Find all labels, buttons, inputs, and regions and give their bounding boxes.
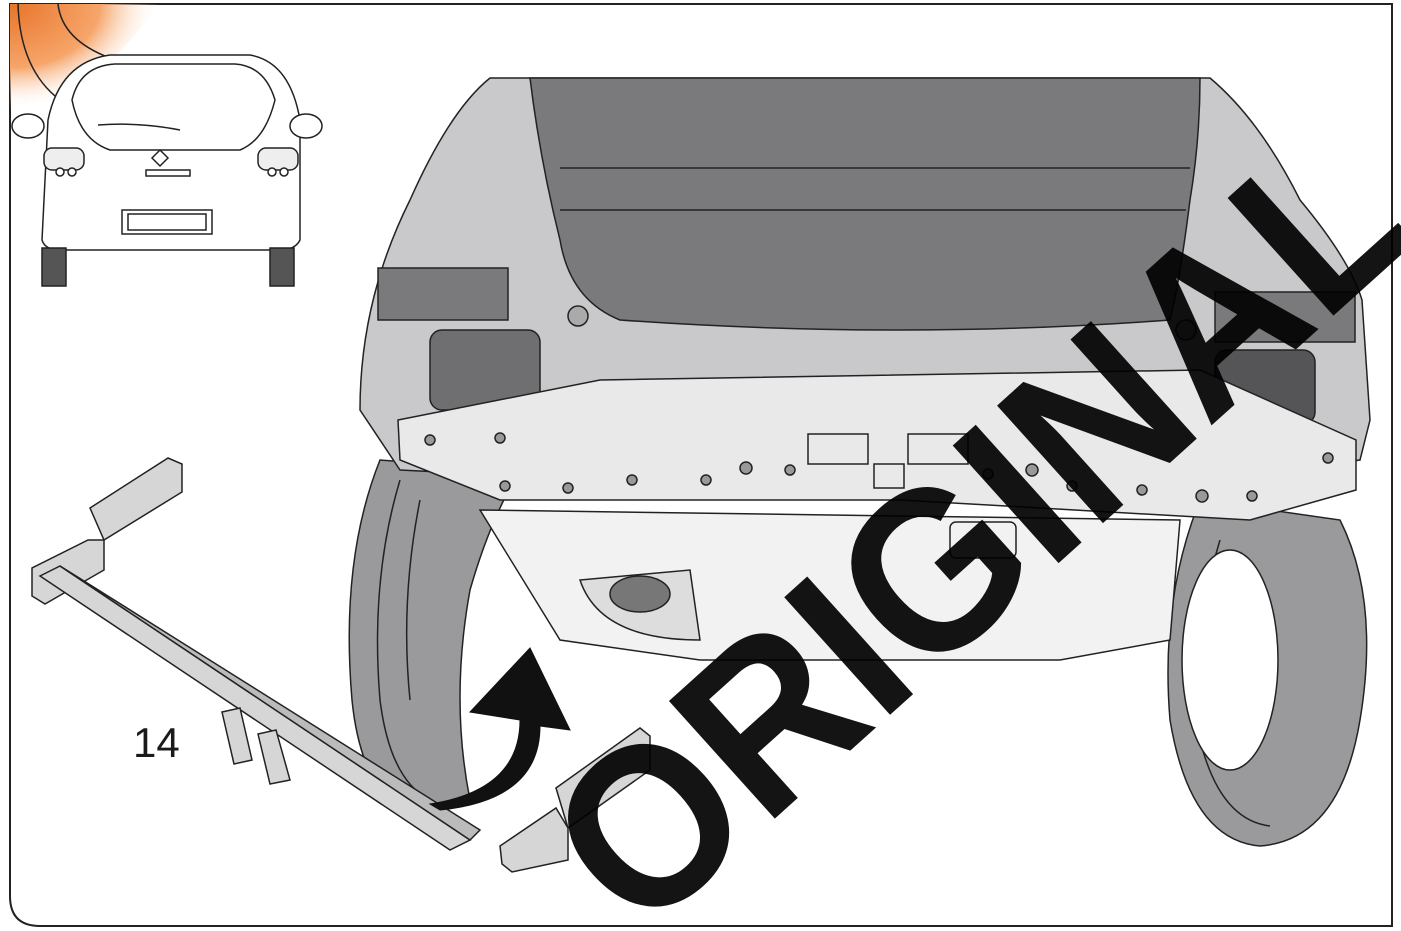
corner-accent: [10, 3, 160, 110]
car-rear-thumbnail: [11, 54, 323, 287]
step-number: 14: [133, 719, 180, 766]
towbar-crossbeam: [31, 457, 651, 873]
right-rear-tyre: [1167, 499, 1368, 847]
frame-border: [9, 3, 1393, 927]
rear-crossmember: [397, 369, 1357, 661]
curved-arrow-icon: [428, 647, 571, 811]
trunk-opening: [529, 77, 1201, 331]
